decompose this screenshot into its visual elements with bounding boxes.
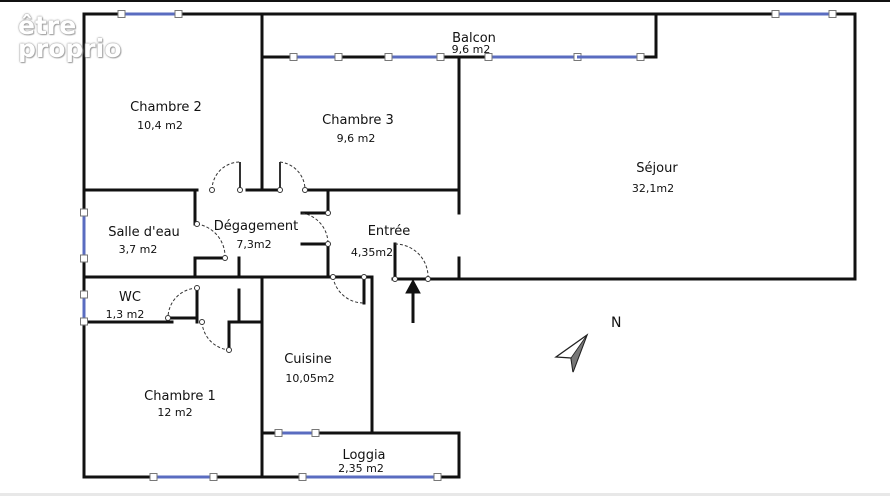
room-area: 3,7 m2 bbox=[119, 243, 158, 256]
window bbox=[577, 53, 645, 61]
room-name: WC bbox=[119, 290, 141, 305]
door bbox=[201, 321, 230, 351]
window bbox=[484, 53, 582, 61]
doors bbox=[167, 161, 429, 351]
entrance-arrow-icon bbox=[405, 278, 421, 323]
room-name: Chambre 3 bbox=[322, 113, 394, 128]
window bbox=[80, 208, 88, 263]
door bbox=[394, 243, 429, 280]
room-area: 1,3 m2 bbox=[106, 308, 145, 321]
window bbox=[80, 290, 88, 326]
room-area: 10,05m2 bbox=[285, 372, 334, 385]
room-area: 2,35 m2 bbox=[338, 462, 384, 475]
door-hinges bbox=[165, 187, 431, 353]
watermark-logo: être proprio bbox=[18, 11, 122, 63]
room-area: 32,1m2 bbox=[632, 182, 674, 195]
compass-arrow-icon bbox=[554, 333, 589, 373]
watermark-line: être bbox=[18, 11, 77, 40]
windows bbox=[80, 10, 837, 481]
room-area: 4,35m2 bbox=[351, 246, 393, 259]
room-name: Séjour bbox=[636, 161, 678, 176]
walls bbox=[82, 12, 857, 479]
compass-label: N bbox=[611, 315, 621, 331]
room-name: Entrée bbox=[368, 224, 411, 239]
window bbox=[149, 473, 218, 481]
room-name: Dégagement bbox=[214, 219, 298, 234]
room-area: 12 m2 bbox=[157, 406, 192, 419]
top-rule bbox=[0, 0, 890, 2]
room-area: 10,4 m2 bbox=[137, 119, 183, 132]
door bbox=[332, 276, 365, 304]
window bbox=[289, 53, 343, 61]
door bbox=[167, 287, 198, 319]
room-area: 9,6 m2 bbox=[337, 132, 376, 145]
door bbox=[196, 223, 226, 259]
door bbox=[279, 161, 306, 191]
room-area: 9,6 m2 bbox=[452, 43, 491, 56]
room-name: Cuisine bbox=[284, 352, 332, 367]
door bbox=[301, 212, 329, 245]
room-area: 7,3m2 bbox=[236, 238, 271, 251]
window bbox=[771, 10, 837, 18]
room-name: Balcon bbox=[452, 31, 496, 46]
window bbox=[274, 429, 320, 437]
watermark-line: proprio bbox=[18, 34, 122, 63]
bottom-rule bbox=[0, 493, 890, 496]
room-name: Chambre 2 bbox=[130, 100, 202, 115]
room-name: Salle d'eau bbox=[108, 225, 180, 240]
window bbox=[117, 10, 183, 18]
window bbox=[384, 53, 445, 61]
door bbox=[211, 161, 241, 191]
room-name: Loggia bbox=[342, 448, 385, 463]
room-name: Chambre 1 bbox=[144, 389, 216, 404]
window bbox=[298, 473, 442, 481]
